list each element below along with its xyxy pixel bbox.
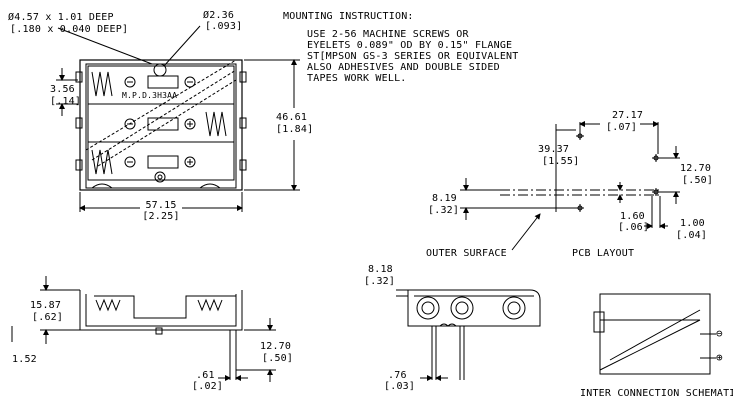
mounting-line-1: USE 2-56 MACHINE SCREWS OR: [307, 29, 469, 40]
end-view: [396, 289, 541, 381]
pcb-d2: 27.17: [612, 110, 644, 121]
mounting-line-4: ALSO ADHESIVES AND DOUBLE SIDED: [307, 62, 500, 73]
top-view: [56, 25, 300, 212]
side-view: [11, 276, 276, 382]
outer-surface-label: OUTER SURFACE: [426, 248, 507, 259]
pcb-d5-in: [.06]: [618, 222, 650, 233]
end-top: 8.18: [368, 264, 393, 275]
pcb-layout-title: PCB LAYOUT: [572, 248, 635, 259]
pcb-layout-lines: [460, 121, 680, 251]
width-label-in: [2.25]: [142, 211, 180, 222]
pcb-d6: 1.00: [680, 218, 705, 229]
pcb-d3-in: [.50]: [682, 175, 714, 186]
height-label: 46.61: [276, 112, 308, 123]
small-dia-label-in: [.093]: [205, 21, 243, 32]
side-pin-width-in: [.02]: [192, 381, 224, 392]
hole-dia-label-in: [.180 x 0.040 DEEP]: [10, 24, 129, 35]
pcb-d4: 8.19: [432, 193, 457, 204]
schematic-title: INTER CONNECTION SCHEMATIC: [580, 388, 733, 399]
end-bottom-in: [.03]: [384, 381, 416, 392]
schematic-lines: [593, 293, 716, 375]
end-top-in: [.32]: [364, 276, 396, 287]
mounting-line-2: EYELETS 0.089" OD BY 0.15" FLANGE: [307, 40, 513, 51]
mounting-line-5: TAPES WORK WELL.: [307, 73, 407, 84]
side-height-in: [.62]: [32, 312, 64, 323]
side-pin-width: .61: [196, 370, 215, 381]
small-dia-label: Ø2.36: [203, 10, 235, 21]
holder-marking: M.P.D.3H3AA: [122, 91, 178, 100]
side-height: 15.87: [30, 300, 62, 311]
pcb-d1: 39.37: [538, 144, 570, 155]
pcb-d5: 1.60: [620, 211, 645, 222]
schematic-minus-icon: ⊖: [716, 327, 723, 340]
pcb-d2-in: [.07]: [606, 122, 638, 133]
mounting-line-3: ST[MPSON GS-3 SERIES OR EQUIVALENT: [307, 51, 519, 62]
side-base: 1.52: [12, 354, 37, 365]
left-offset-label: 3.56: [50, 84, 75, 95]
pcb-d1-in: [1.55]: [542, 156, 580, 167]
pcb-d6-in: [.04]: [676, 230, 708, 241]
side-pin-spacing-in: [.50]: [262, 353, 294, 364]
pcb-d4-in: [.32]: [428, 205, 460, 216]
left-offset-label-in: [.14]: [50, 96, 82, 107]
end-bottom: .76: [388, 370, 407, 381]
mounting-heading: MOUNTING INSTRUCTION:: [283, 11, 414, 22]
height-label-in: [1.84]: [276, 124, 314, 135]
schematic-plus-icon: ⊕: [716, 351, 723, 364]
side-pin-spacing: 12.70: [260, 341, 292, 352]
pcb-d3: 12.70: [680, 163, 712, 174]
width-label: 57.15: [145, 200, 177, 211]
hole-dia-label: Ø4.57 x 1.01 DEEP: [8, 12, 114, 23]
